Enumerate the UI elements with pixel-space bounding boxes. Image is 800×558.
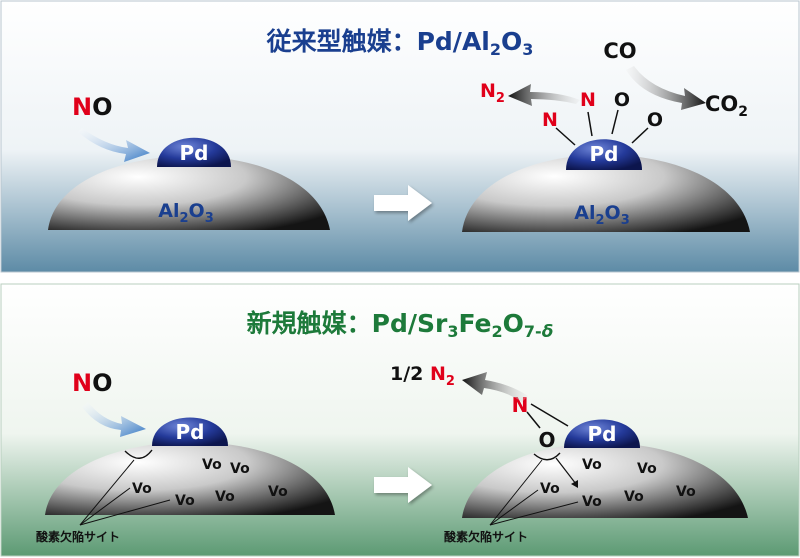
right-support-dome [462,154,750,232]
right-support-label: Al2O3 [574,202,629,228]
right-vacancy-site [533,452,561,461]
right-vo-3: Vo [540,481,560,497]
adsorbed-n-right: N [580,89,596,111]
top-no-arrow [78,128,150,162]
top-title: 従来型触媒：Pd/Al2O3 [266,27,534,59]
right-vacancy-pointer-1 [489,459,543,526]
left-vacancy-label: 酸素欠陥サイト [36,529,120,544]
right-vacancy-pointer-3 [489,501,579,526]
right-pd-particle-new [564,419,640,448]
bottom-no-label: NO [72,369,113,397]
right-vo-4: Vo [676,484,696,500]
top-panel: 従来型触媒：Pd/Al2O3 Al2O3 Pd NO Al2O3 Pd N N … [0,0,800,273]
left-vacancy-pointer-1 [79,459,135,526]
top-co2-label: CO2 [705,92,748,120]
left-vo-5: Vo [175,493,195,509]
bond-n-o [526,411,541,429]
right-vo-5: Vo [582,494,602,510]
left-pd-label-new: Pd [176,420,205,444]
right-pd-label: Pd [590,142,619,166]
top-title-sub2: 3 [522,40,533,59]
left-vo-3: Vo [132,481,152,497]
right-vacancy-pointer-2 [489,489,539,526]
right-adsorbed-o: O [538,428,555,452]
left-vo-2: Vo [230,461,250,477]
top-reaction-arrow [374,185,432,221]
top-n2-arrow [508,84,580,106]
vacancy-migration-arrow [555,457,577,485]
adsorbed-n-left: N [542,109,558,131]
right-pd-label-new: Pd [588,422,617,446]
top-n2-label: N2 [480,80,505,106]
bond-o-pd-2 [631,127,649,144]
left-support-label: Al2O3 [158,200,213,226]
adsorbed-o-left: O [614,89,630,111]
bottom-reaction-arrow [374,467,432,503]
right-vo-1: Vo [582,457,602,473]
left-pd-particle [157,137,231,167]
bottom-title: 新規触媒：Pd/Sr3Fe2O7-δ [247,309,554,342]
left-vo-4: Vo [268,484,288,500]
adsorbed-o-right: O [647,109,663,131]
left-pd-label: Pd [180,141,209,165]
top-co-label: CO [603,39,636,63]
top-title-formula-pd: Pd/Al [417,27,490,56]
bond-n-pd [555,127,576,146]
bottom-no-arrow [82,402,146,437]
right-vacancy-label: 酸素欠陥サイト [444,529,528,544]
top-title-sub1: 2 [490,40,501,59]
right-vo-6: Vo [624,489,644,505]
bottom-panel: 新規触媒：Pd/Sr3Fe2O7-δ Pd Vo Vo Vo Vo Vo Vo … [0,283,800,557]
left-vacancy-site [124,449,153,459]
bond-n-pd-new [530,403,569,427]
left-vo-1: Vo [202,457,222,473]
bottom-n2-label: 1/2 N2 [390,363,455,389]
left-vacancy-pointer-2 [79,487,131,526]
bond-o-pd [611,109,619,135]
right-vo-2: Vo [637,461,657,477]
top-title-catalyst: 従来型触媒 [266,27,393,56]
left-vacancy-pointer-3 [79,499,171,526]
left-support-dome [48,156,330,230]
vacancy-migration-arrowhead [571,480,578,488]
right-perovskite-dome [462,442,748,518]
right-pd-particle [566,139,642,170]
bond-n-pd-2 [587,111,593,137]
top-title-o: O [501,27,522,56]
top-title-colon: ： [392,27,417,56]
bottom-n2-arrow [462,372,528,402]
left-vo-6: Vo [215,489,235,505]
left-pd-particle-new [152,417,228,446]
top-no-label: NO [72,93,113,121]
top-co-arrow [626,66,706,110]
